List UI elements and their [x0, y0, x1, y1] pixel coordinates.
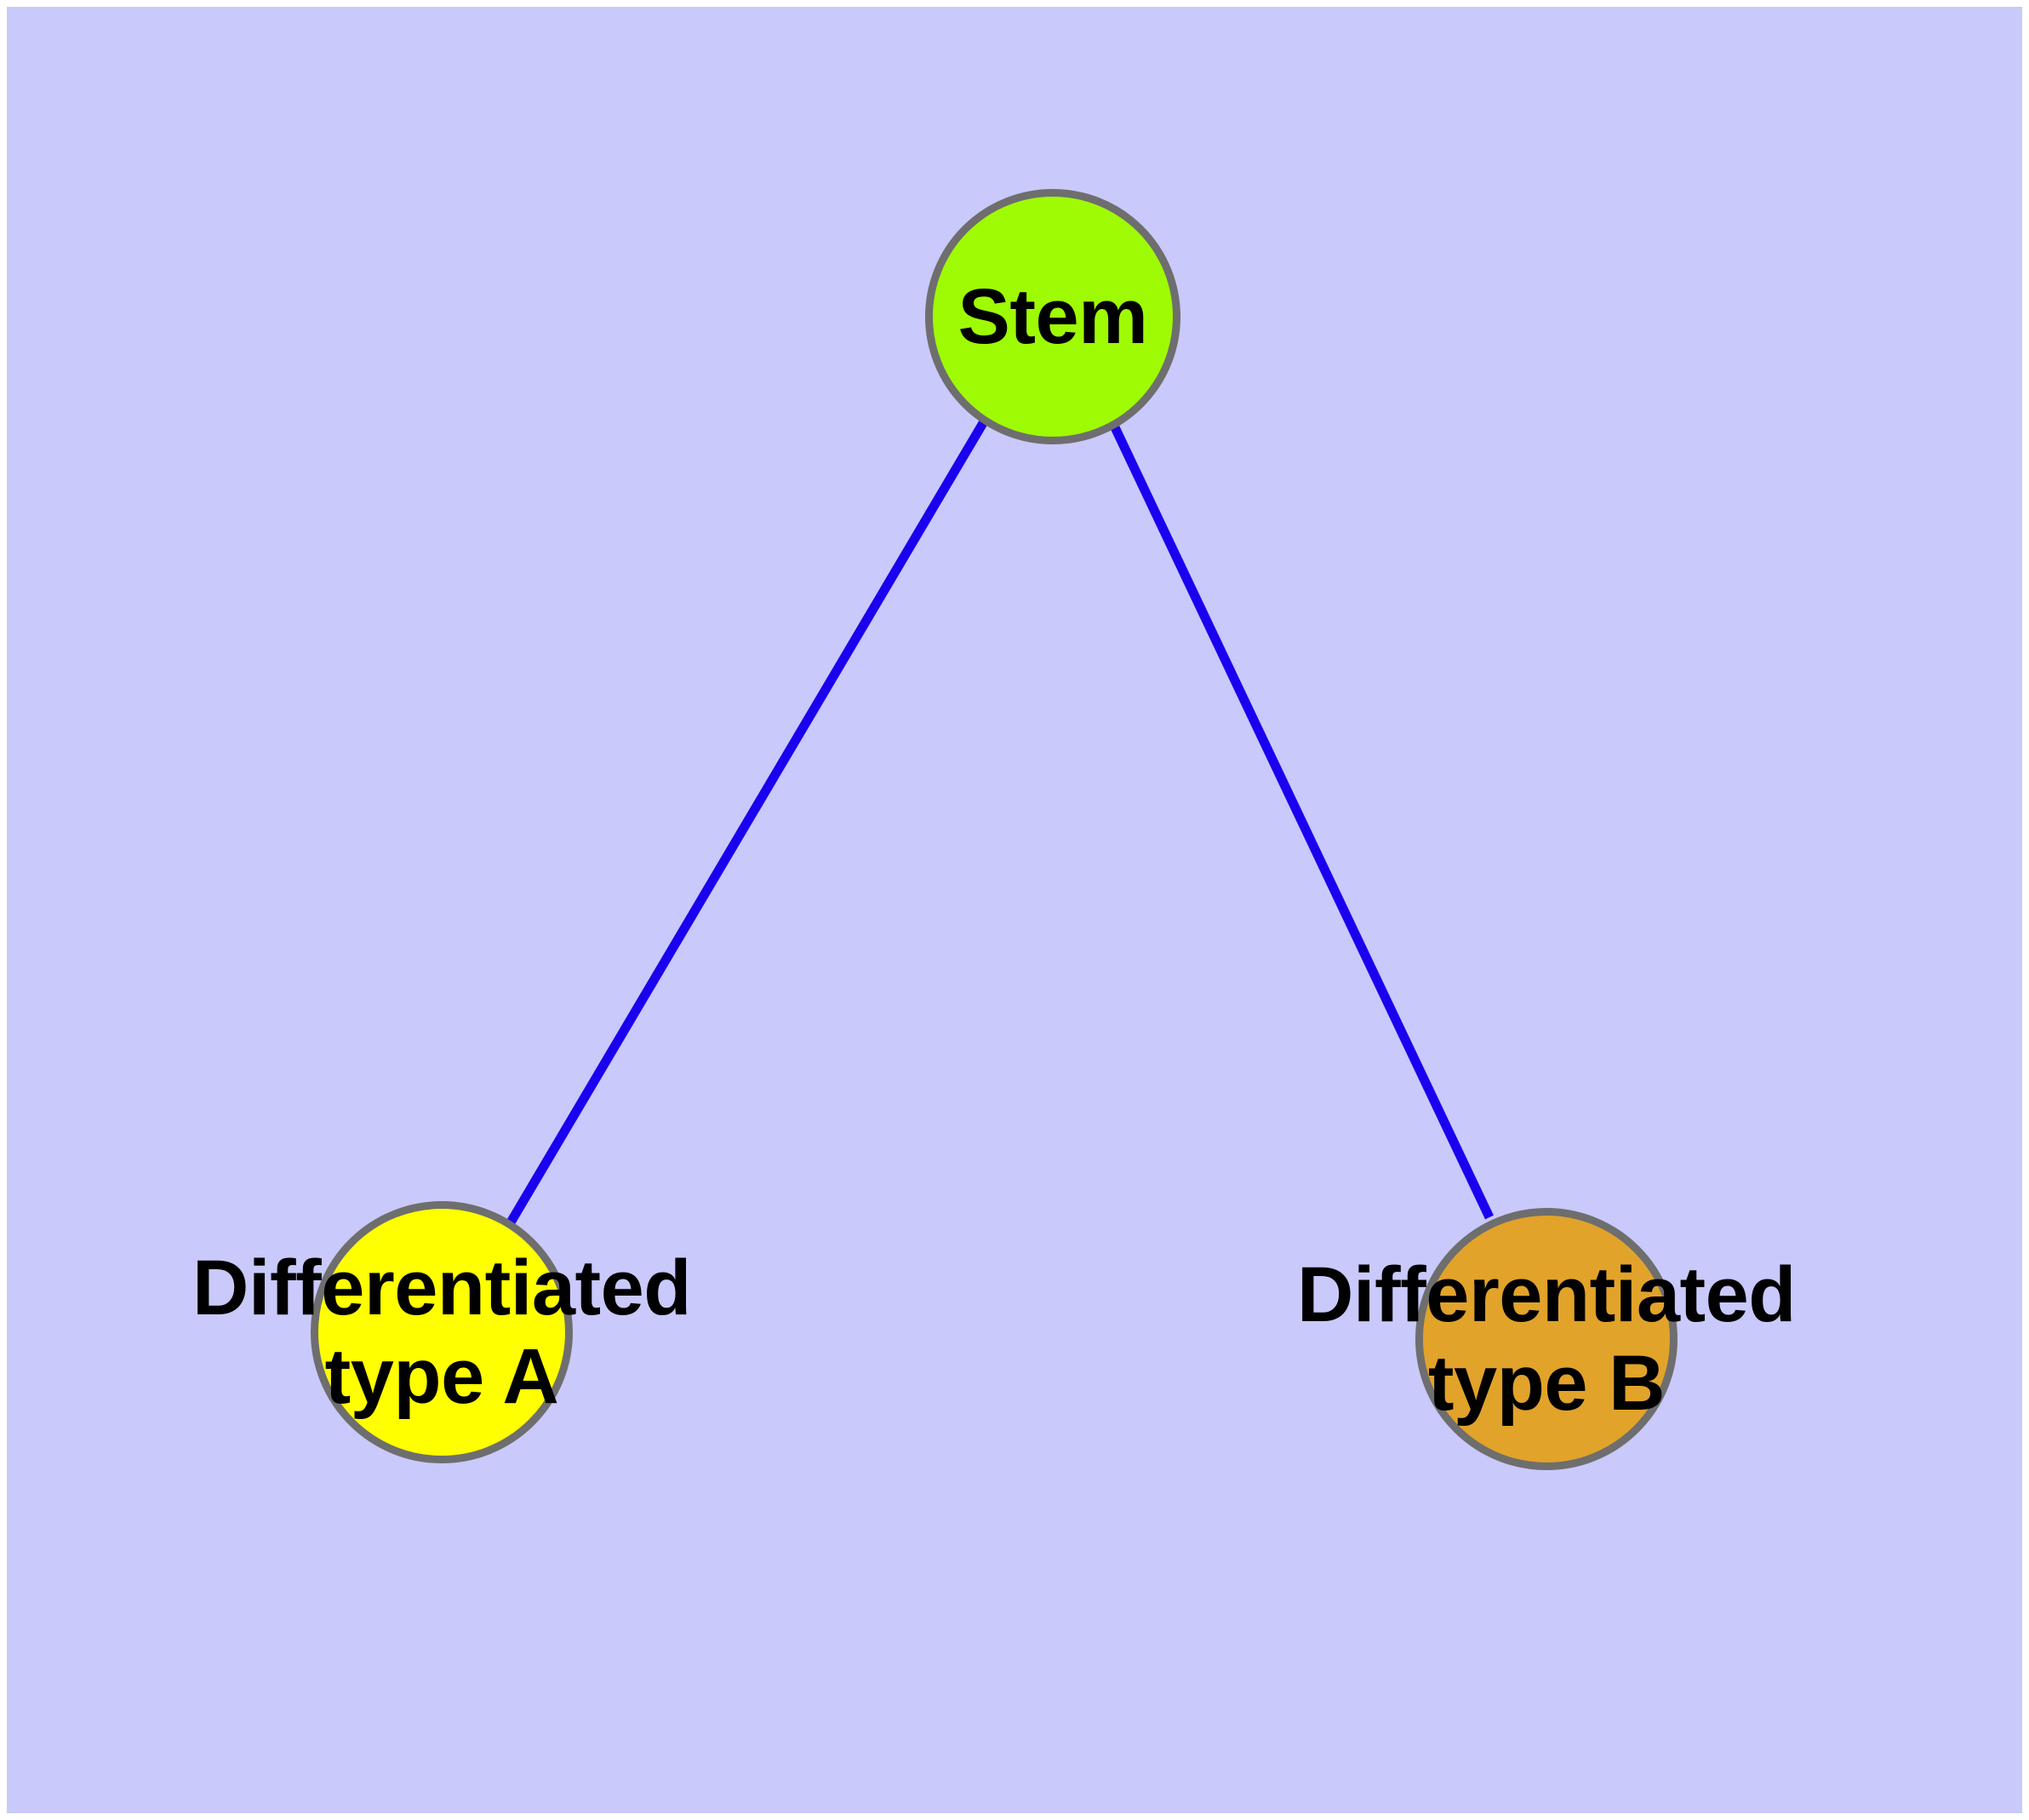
- node-differentiated-type-b[interactable]: [1415, 1208, 1677, 1470]
- node-stem[interactable]: [925, 189, 1180, 444]
- diagram-plot-area: Stem Differentiated type A Differentiate…: [7, 7, 2022, 1813]
- node-differentiated-type-a[interactable]: [311, 1201, 573, 1463]
- node-layer: Stem Differentiated type A Differentiate…: [7, 7, 2022, 1813]
